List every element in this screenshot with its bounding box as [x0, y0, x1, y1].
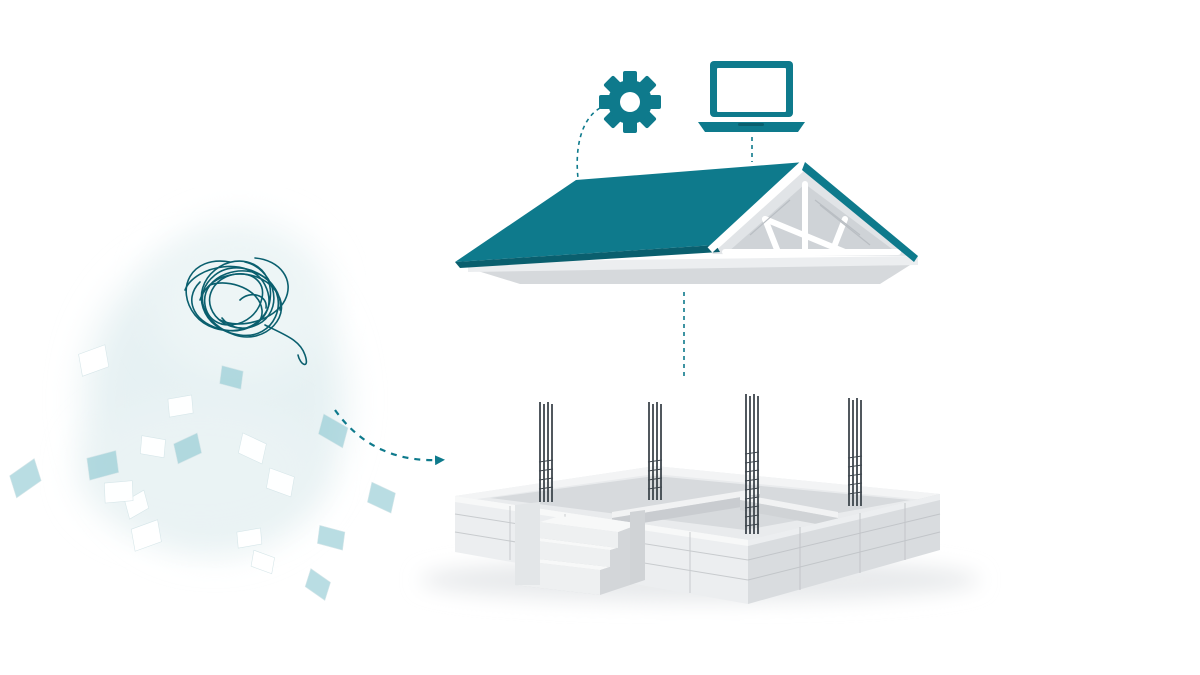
tangled-scribble-icon [184, 257, 308, 366]
paper-sheet [250, 549, 275, 575]
laptop-icon [698, 61, 805, 132]
paper-sheet [9, 458, 42, 499]
paper-sheet [173, 432, 202, 465]
paper-sheet [236, 527, 263, 549]
arrow-chaos-to-foundation [334, 409, 445, 466]
foundation-stairs [515, 502, 645, 595]
concrete-foundation [420, 466, 980, 604]
scattered-papers-icon [9, 344, 396, 601]
paper-sheet [86, 450, 120, 481]
roof-plane [455, 162, 805, 262]
paper-sheet [266, 467, 295, 498]
rebar-column [847, 398, 863, 506]
paper-sheet [317, 524, 346, 551]
paper-sheet [103, 480, 134, 504]
rebar-columns [538, 394, 863, 534]
foundation-right-wall [748, 494, 940, 604]
paper-sheet [367, 481, 396, 514]
gear-connector-line [576, 107, 601, 179]
rebar-column [538, 402, 554, 502]
gear-icon [599, 71, 661, 133]
rebar-column [744, 394, 760, 534]
paper-sheet [124, 489, 150, 520]
paper-sheet [130, 519, 162, 552]
paper-sheet [238, 432, 267, 465]
paper-sheet [219, 365, 244, 390]
paper-sheet [167, 394, 194, 418]
paper-sheet [78, 344, 110, 377]
rebar-column [647, 402, 663, 500]
paper-sheet [304, 568, 331, 601]
roof-truss [722, 181, 901, 255]
paper-sheet [139, 435, 166, 459]
house-roof [455, 158, 921, 284]
paper-sheet [318, 413, 349, 449]
